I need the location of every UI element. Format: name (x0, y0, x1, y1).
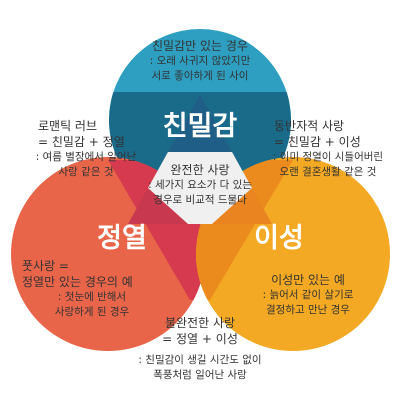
intimacy-only-main: 친밀감만 있는 경우 (152, 39, 248, 53)
commitment-only-sub-1: : 늙어서 같이 살기로 (262, 289, 354, 301)
companionate-love-main-2: = 친밀감 + 이성 (274, 135, 361, 149)
companionate-love-sub-1: : 이미 정열이 시들어버린 (272, 151, 384, 163)
romantic-love-block: 로맨틱 러브 = 친밀감 + 정열 : 여름 별장에서 일어난 사랑 같은 것 (18, 118, 154, 180)
companionate-love-block: 동반자적 사랑 = 친밀감 + 이성 : 이미 정열이 시들어버린 오랜 결혼생… (258, 118, 398, 180)
passion-only-block: 풋사랑 = 정열만 있는 경우의 예 : 첫눈에 반해서 사랑하게 된 경우 (22, 258, 162, 320)
companionate-love-main-1: 동반자적 사랑 (274, 119, 345, 133)
commitment-only-sub-2: 결정하고 만난 경우 (266, 304, 350, 316)
commitment-only-block: 이성만 있는 예 : 늙어서 같이 살기로 결정하고 만난 경우 (246, 272, 370, 318)
triangle-top-segment (168, 95, 232, 152)
fatuous-love-sub-1: : 친밀감이 생길 시간도 없이 (138, 354, 262, 366)
romantic-love-main-1: 로맨틱 러브 (38, 119, 98, 133)
triangle-right-segment (212, 188, 272, 224)
passion-only-main-1: 풋사랑 = (22, 259, 69, 273)
passion-only-sub-2: 사랑하게 된 경우 (54, 306, 130, 318)
consummate-love-block: 완전한 사랑 : 세가지 요소가 다 있는 경우로 비교적 드물다 (130, 162, 270, 208)
fatuous-love-sub-2: 폭풍처럼 일어난 사랑 (153, 369, 247, 381)
passion-title: 정열 (97, 223, 147, 254)
romantic-love-main-2: = 친밀감 + 정열 (38, 135, 125, 149)
passion-only-sub-1: : 첫눈에 반해서 (57, 291, 127, 303)
consummate-love-main: 완전한 사랑 (170, 163, 230, 177)
companionate-love-sub-2: 오랜 결혼생활 같은 것 (279, 166, 377, 178)
intimacy-title: 친밀감 (162, 111, 238, 142)
romantic-love-sub-1: : 여름 별장에서 일어난 (35, 151, 137, 163)
consummate-love-sub-2: 경우로 비교적 드물다 (153, 194, 247, 206)
triangle-center (148, 152, 252, 224)
fatuous-love-main-2: = 정열 + 이성 (162, 332, 238, 346)
romantic-love-sub-2: 사랑 같은 것 (58, 166, 114, 178)
passion-only-main-2: 정열만 있는 경우의 예 (22, 275, 133, 289)
fatuous-love-main-1: 불완전한 사랑 (164, 316, 236, 330)
commitment-title: 이성 (254, 223, 304, 254)
fatuous-love-block: 불완전한 사랑 = 정열 + 이성 : 친밀감이 생길 시간도 없이 폭풍처럼 … (120, 315, 280, 383)
consummate-love-sub-1: : 세가지 요소가 다 있는 (148, 179, 252, 191)
intimacy-only-block: 친밀감만 있는 경우 : 오래 사귀지 않았지만 서로 좋아하게 된 사이 (130, 38, 270, 84)
intimacy-only-sub-2: 서로 좋아하게 된 사이 (151, 70, 249, 82)
intimacy-only-sub-1: : 오래 사귀지 않았지만 (149, 55, 251, 67)
commitment-only-main: 이성만 있는 예 (271, 273, 345, 287)
triangle-left-segment (128, 188, 188, 224)
